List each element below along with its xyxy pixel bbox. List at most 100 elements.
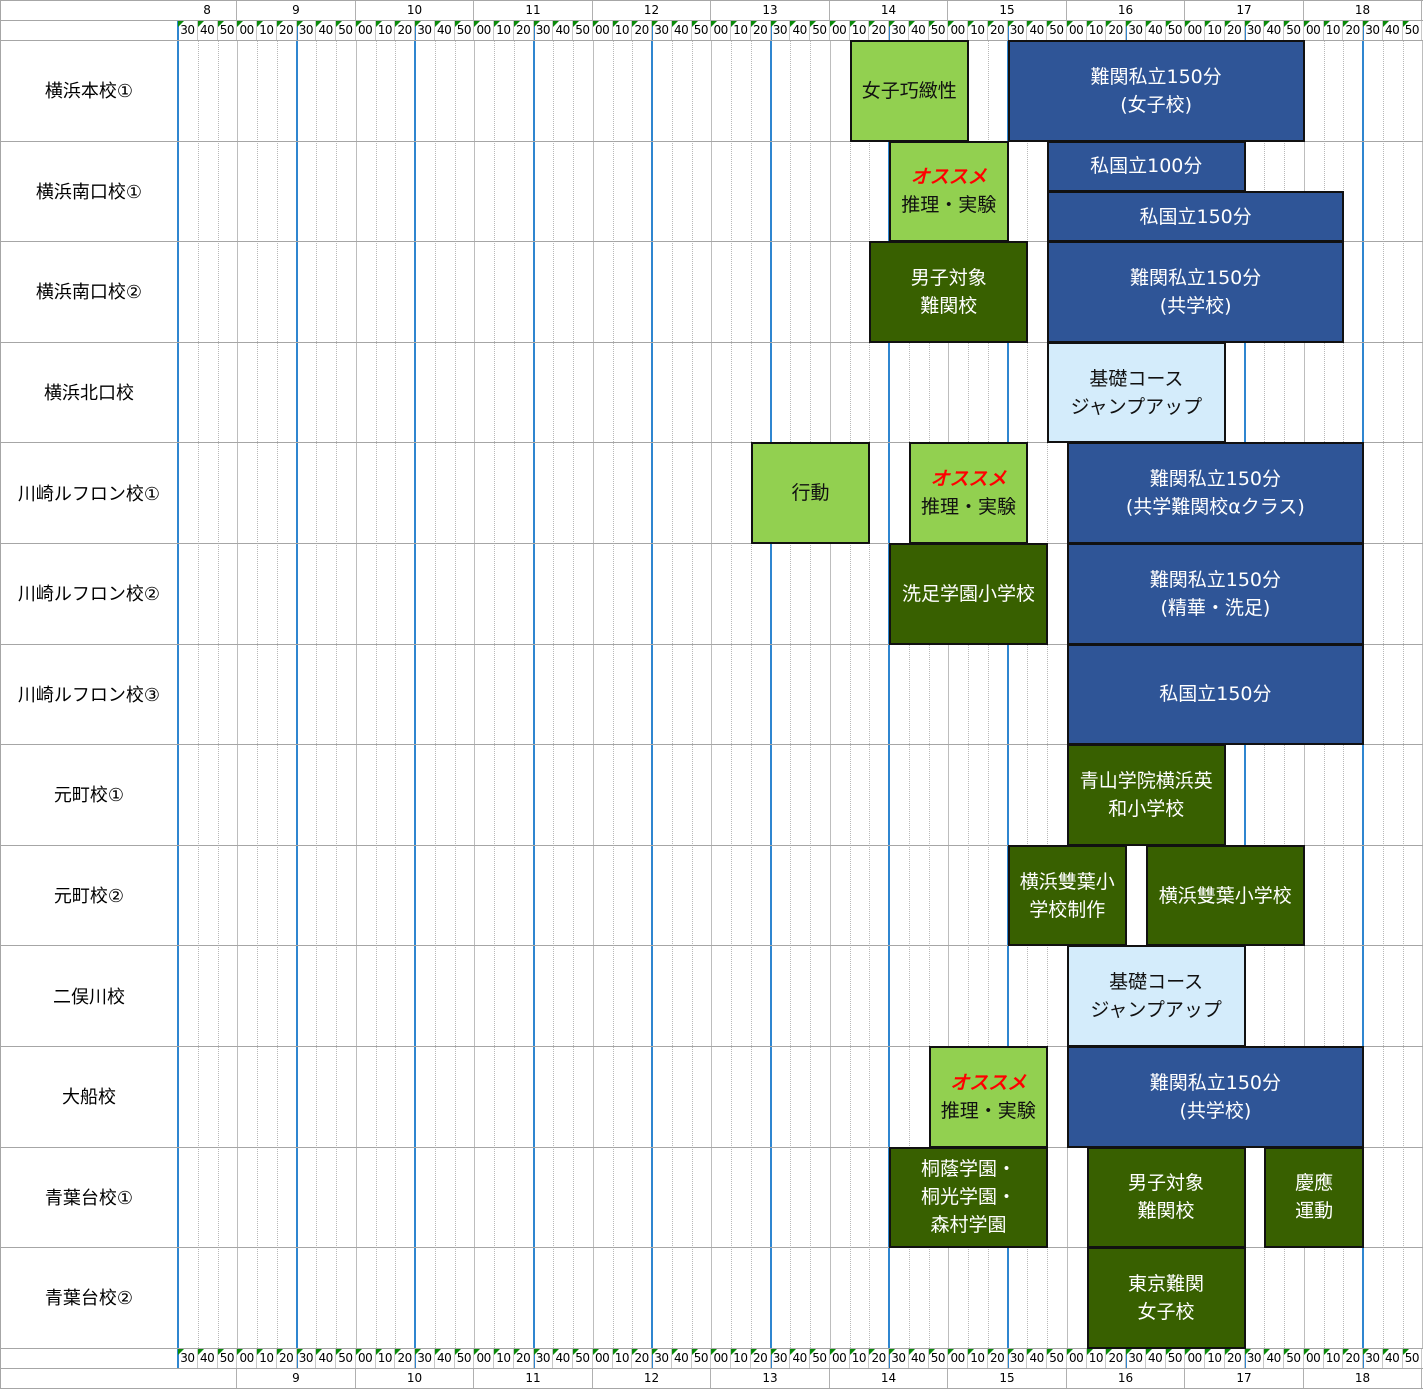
bottom-minute-cell: 30 (178, 1348, 198, 1368)
bottom-minute-cell: 20 (1224, 1348, 1245, 1368)
class-title-line: 難関私立150分 (1090, 65, 1222, 88)
bottom-minute-cell: 50 (928, 1348, 949, 1368)
top-minute-cell: 40 (1264, 20, 1284, 40)
bottom-minute-cell: 20 (1106, 1348, 1126, 1368)
bottom-minute-cell: 00 (829, 1348, 850, 1368)
class-block[interactable]: 洗足学園小学校 (889, 543, 1048, 645)
bottom-minute-cell: 00 (1185, 1348, 1205, 1368)
top-minute-cell: 20 (395, 20, 415, 40)
bottom-minute-cell: 30 (1126, 1348, 1146, 1368)
class-block[interactable]: 女子巧緻性 (849, 40, 969, 142)
class-block[interactable]: オススメ推理・実験 (928, 1046, 1048, 1148)
class-block[interactable]: 東京難関女子校 (1086, 1247, 1246, 1349)
class-block[interactable]: 横浜雙葉小学校 (1145, 844, 1305, 947)
row-divider (0, 744, 1423, 746)
row-label-school: 横浜南口校② (35, 282, 143, 304)
class-title-line: 桐蔭学園・ (920, 1158, 1016, 1181)
ten-minute-line (395, 40, 397, 1348)
bottom-minute-cell: 30 (296, 1348, 317, 1368)
bottom-minute-cell: 40 (553, 1348, 573, 1368)
ten-minute-line (928, 40, 930, 1348)
class-title-line: (共学難関校αクラス) (1125, 496, 1305, 519)
class-block[interactable]: オススメ推理・実験 (889, 140, 1009, 243)
top-minute-cell: 00 (948, 20, 968, 40)
class-block[interactable]: 青山学院横浜英和小学校 (1066, 744, 1226, 846)
class-title-line: 推理・実験 (901, 194, 997, 217)
class-title-line: 慶應 (1295, 1172, 1334, 1195)
top-hour-cell: 9 (237, 0, 356, 20)
class-block[interactable]: 基礎コースジャンプアップ (1066, 945, 1246, 1047)
class-block[interactable]: 難関私立150分(共学難関校αクラス) (1066, 442, 1364, 544)
top-minute-cell: 30 (1007, 20, 1028, 40)
class-title-line: 洗足学園小学校 (901, 582, 1035, 605)
bottom-minute-cell: 50 (1284, 1348, 1304, 1368)
class-block[interactable]: 私国立100分 (1047, 140, 1246, 192)
bottom-minute-cell: 40 (434, 1348, 455, 1368)
class-block[interactable]: オススメ推理・実験 (908, 442, 1029, 544)
bottom-minute-cell: 30 (1244, 1348, 1265, 1368)
bottom-minute-cell: 10 (494, 1348, 514, 1368)
top-minute-cell: 20 (869, 20, 889, 40)
class-title-line: 青山学院横浜英 (1079, 769, 1213, 792)
ten-minute-line (750, 40, 752, 1348)
bottom-minute-cell: 30 (1007, 1348, 1028, 1368)
top-minute-cell: 50 (810, 20, 830, 40)
class-block[interactable]: 難関私立150分(女子校) (1007, 40, 1305, 142)
class-block[interactable]: 私国立150分 (1047, 190, 1345, 243)
row-divider (0, 643, 1423, 645)
class-block[interactable]: 男子対象難関校 (1086, 1146, 1246, 1249)
ten-minute-line (494, 40, 495, 1348)
ten-minute-line (731, 40, 732, 1348)
top-hour-cell: 16 (1067, 0, 1186, 20)
top-minute-cell: 20 (1343, 20, 1363, 40)
top-minute-cell: 00 (829, 20, 850, 40)
bottom-minute-cell: 20 (513, 1348, 534, 1368)
bottom-hour-cell (178, 1368, 238, 1388)
header-divider (0, 0, 1423, 1)
header-divider (0, 1368, 1423, 1369)
class-block[interactable]: 桐蔭学園・桐光学園・森村学園 (889, 1146, 1048, 1249)
top-minute-cell: 50 (1047, 20, 1067, 40)
class-block[interactable]: 行動 (750, 442, 871, 544)
ten-minute-line (553, 40, 555, 1348)
class-block[interactable]: 難関私立150分(精華・洗足) (1066, 543, 1364, 645)
class-title-line: 和小学校 (1108, 797, 1185, 820)
ten-minute-line (513, 40, 515, 1348)
bottom-minute-cell: 30 (1363, 1348, 1383, 1368)
class-block[interactable]: 慶應運動 (1264, 1146, 1364, 1249)
top-minute-cell: 00 (1303, 20, 1324, 40)
header-divider (0, 20, 1423, 21)
recommended-badge: オススメ (930, 468, 1007, 491)
bottom-minute-cell: 20 (395, 1348, 415, 1368)
bottom-hour-cell: 18 (1304, 1368, 1423, 1388)
bottom-minute-cell: 50 (1165, 1348, 1186, 1368)
bottom-minute-cell: 50 (217, 1348, 238, 1368)
half-hour-line (711, 40, 713, 1348)
top-minute-cell: 00 (355, 20, 376, 40)
top-minute-cell: 40 (316, 20, 336, 40)
class-block[interactable]: 難関私立150分(共学校) (1066, 1046, 1364, 1148)
class-block[interactable]: 基礎コースジャンプアップ (1047, 341, 1226, 444)
class-title-line: 行動 (791, 482, 830, 505)
top-hour-cell: 17 (1185, 0, 1304, 20)
ten-minute-line (434, 40, 436, 1348)
top-minute-cell: 20 (632, 20, 652, 40)
class-block[interactable]: 男子対象難関校 (869, 241, 1029, 343)
hour-line (651, 20, 653, 1368)
top-minute-cell: 50 (1402, 20, 1423, 40)
bottom-minute-cell: 40 (316, 1348, 336, 1368)
ten-minute-line (691, 40, 693, 1348)
class-title-line: 東京難関 (1127, 1272, 1204, 1295)
class-block[interactable]: 難関私立150分(共学校) (1047, 241, 1345, 343)
top-hour-cell: 11 (474, 0, 593, 20)
top-minute-cell: 30 (770, 20, 791, 40)
ten-minute-line (790, 40, 792, 1348)
row-label-school: 横浜本校① (44, 81, 134, 103)
row-divider (0, 543, 1423, 544)
class-title-line: (精華・洗足) (1160, 596, 1271, 619)
class-block[interactable]: 私国立150分 (1066, 643, 1364, 746)
class-block[interactable]: 横浜雙葉小学校制作 (1007, 844, 1127, 947)
top-minute-cell: 40 (434, 20, 455, 40)
class-title-line: 推理・実験 (920, 496, 1016, 519)
bottom-hour-cell: 13 (711, 1368, 830, 1388)
